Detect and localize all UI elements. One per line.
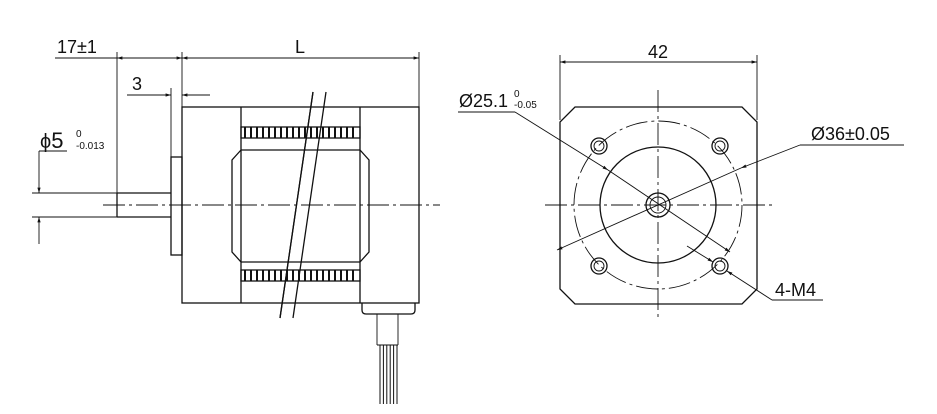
flange-square bbox=[559, 106, 758, 305]
dim-mounting-holes: 4-M4 bbox=[775, 280, 817, 300]
wires bbox=[379, 345, 398, 404]
break-line bbox=[292, 91, 327, 319]
lower-tolerance: -0.013 bbox=[76, 141, 105, 152]
nominal-value: 5 bbox=[51, 128, 64, 153]
front-view bbox=[458, 55, 904, 320]
upper-tolerance: 0 bbox=[514, 89, 520, 100]
break-line bbox=[279, 91, 314, 319]
upper-tolerance: 0 bbox=[76, 129, 82, 140]
dim-pilot-diameter: Ø25.1 0 -0.05 bbox=[459, 89, 559, 114]
nominal-value: 25.1 bbox=[473, 91, 509, 111]
flange-boss bbox=[170, 156, 183, 256]
diameter-symbol: Ø bbox=[459, 91, 474, 111]
hole-circle bbox=[573, 120, 743, 290]
dim-boss-height: 3 bbox=[132, 74, 143, 94]
dim-width: 42 bbox=[648, 42, 669, 62]
dim-shaft-diameter: ϕ5 0 -0.013 bbox=[40, 130, 120, 154]
dim-shaft-length: 17±1 bbox=[57, 37, 97, 57]
dim-body-length: L bbox=[295, 37, 306, 57]
connector bbox=[361, 303, 416, 315]
dim-hole-circle: Ø36±0.05 bbox=[811, 124, 890, 144]
diameter-symbol: ϕ bbox=[40, 131, 52, 153]
lower-tolerance: -0.05 bbox=[514, 100, 537, 111]
teeth-band bbox=[240, 269, 361, 282]
wire-bundle bbox=[376, 314, 399, 346]
rotor bbox=[231, 149, 370, 263]
mounting-holes bbox=[590, 137, 729, 275]
teeth-band bbox=[240, 126, 361, 139]
side-view bbox=[32, 52, 440, 404]
